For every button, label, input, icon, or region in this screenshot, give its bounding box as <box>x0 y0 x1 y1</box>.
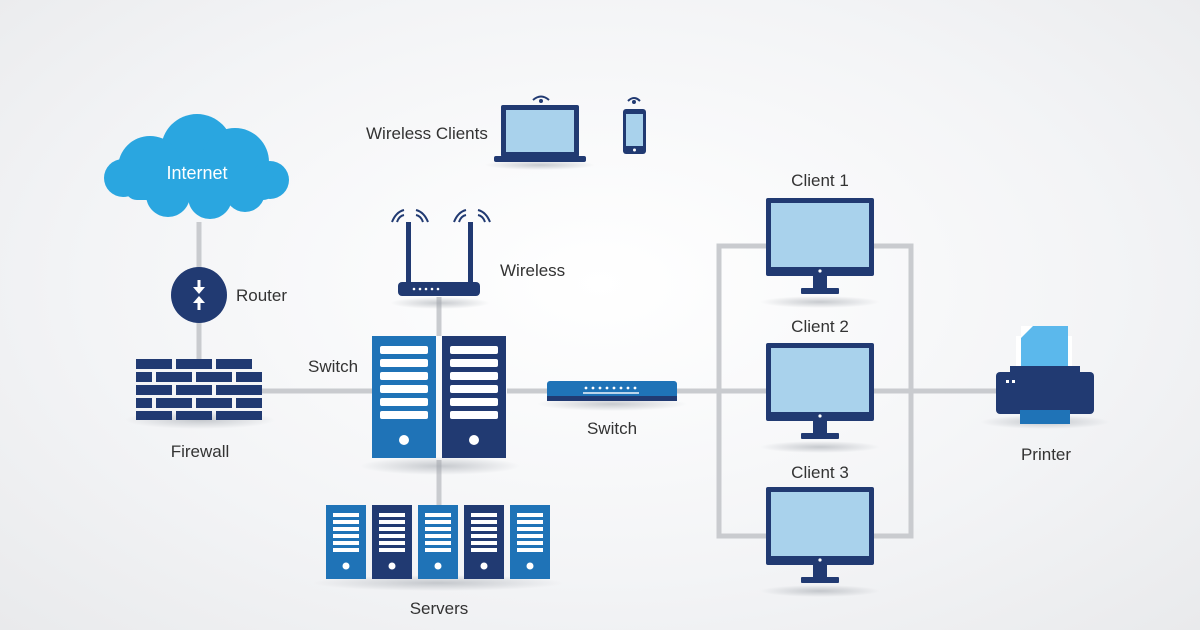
server-row <box>326 505 550 579</box>
switch-right-label: Switch <box>586 419 638 438</box>
firewall-icon <box>136 359 262 420</box>
shadows <box>125 160 1110 597</box>
server-icon <box>464 505 504 579</box>
switch-icon <box>547 381 677 401</box>
monitor-icon <box>766 487 874 583</box>
connection-lines <box>196 222 998 539</box>
monitor-icon <box>766 343 874 439</box>
phone-icon <box>623 97 646 154</box>
server-icon <box>326 505 366 579</box>
servers-label: Servers <box>409 599 469 618</box>
client2-label: Client 2 <box>791 317 849 336</box>
router-label: Router <box>236 286 288 305</box>
internet-label: Internet <box>166 163 228 183</box>
cloud-icon <box>104 114 289 219</box>
server-icon <box>418 505 458 579</box>
server-icon <box>372 336 436 458</box>
printer-label: Printer <box>1020 445 1072 464</box>
wireless-label: Wireless <box>500 261 566 280</box>
firewall-label: Firewall <box>170 442 230 461</box>
server-icon <box>442 336 506 458</box>
clients-left-bus <box>716 243 766 539</box>
laptop-icon <box>494 95 586 162</box>
printer-icon <box>996 326 1094 424</box>
router-icon <box>171 267 227 323</box>
monitor-icon <box>766 198 874 294</box>
client3-label: Client 3 <box>791 463 849 482</box>
server-icon <box>510 505 550 579</box>
client1-label: Client 1 <box>791 171 849 190</box>
wireless-clients-label: Wireless Clients <box>366 124 488 143</box>
client-monitors <box>766 198 874 583</box>
wireless-router-icon <box>391 209 491 296</box>
switch-left-label: Switch <box>308 357 359 376</box>
server-icon <box>372 505 412 579</box>
